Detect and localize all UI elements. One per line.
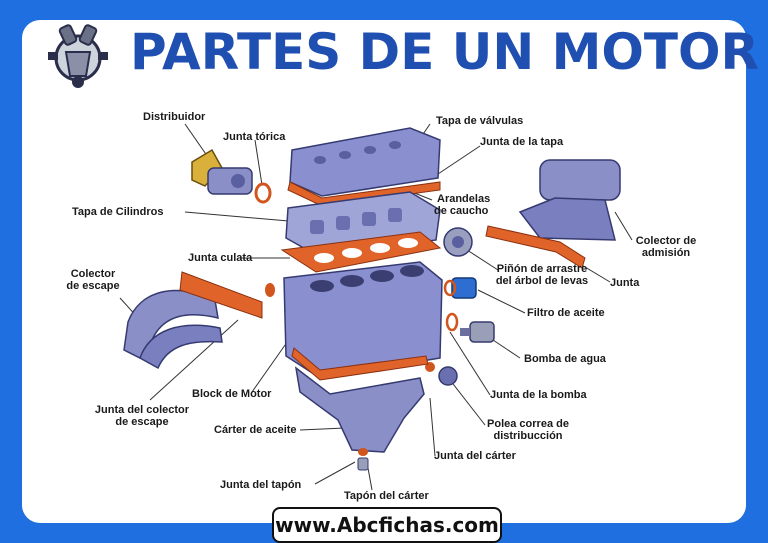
label-polea-line1: Polea correa de	[487, 418, 569, 430]
label-polea-line2: distribucción	[493, 430, 563, 442]
label-junta: Junta	[610, 277, 640, 289]
label-bomba-agua: Bomba de agua	[524, 353, 606, 365]
exhaust-seal-part	[265, 283, 275, 297]
drain-plug-washer-part	[358, 448, 368, 456]
label-distribuidor: Distribuidor	[143, 111, 206, 123]
oil-pan-gasket-part	[291, 347, 429, 381]
label-pinon-line1: Piñón de arrastre	[496, 263, 588, 275]
label-filtro-aceite: Filtro de aceite	[527, 307, 605, 319]
exhaust-manifold-part	[123, 289, 223, 370]
intake-gasket-part	[485, 225, 586, 269]
label-colector-admision-line1: Colector de	[635, 235, 697, 247]
label-tapa-valvulas: Tapa de válvulas	[436, 115, 524, 127]
label-arandelas-line1: Arandelas	[437, 193, 491, 205]
label-junta-tapa: Junta de la tapa	[480, 136, 564, 148]
label-arandelas-line2: de caucho	[434, 205, 489, 217]
label-junta-colector-escape-line2: de escape	[115, 416, 169, 428]
valve-cover-gasket-part	[287, 181, 441, 207]
camshaft-pulley-part	[443, 227, 473, 257]
head-gasket-part	[280, 231, 442, 273]
drain-plug-part	[357, 457, 369, 471]
timing-belt-pulley-part	[425, 362, 458, 386]
label-junta-torica: Junta tórica	[223, 131, 286, 143]
label-junta-culata: Junta culata	[188, 252, 253, 264]
water-pump-part	[445, 312, 495, 343]
label-junta-colector-escape-line1: Junta del colector	[94, 404, 190, 416]
label-colector-escape-line1: Colector	[70, 268, 116, 280]
label-colector-escape-line2: de escape	[66, 280, 120, 292]
oil-pan-part	[294, 366, 425, 453]
website-footer[interactable]: www.Abcfichas.com	[272, 507, 502, 543]
page-title: PARTES DE UN MOTOR	[130, 23, 759, 81]
label-junta-tapon: Junta del tapón	[220, 479, 302, 491]
intake-manifold-part	[518, 159, 621, 241]
label-pinon-line2: del árbol de levas	[495, 275, 589, 287]
label-carter-aceite: Cárter de aceite	[214, 424, 297, 436]
label-block-motor: Block de Motor	[192, 388, 272, 400]
o-ring-part	[254, 182, 272, 204]
oil-filter-part	[443, 277, 477, 299]
label-colector-admision-line2: admisión	[641, 247, 691, 259]
engine-icon	[48, 24, 108, 88]
distributor-part	[191, 148, 253, 195]
engine-block-part	[283, 261, 443, 379]
label-junta-bomba: Junta de la bomba	[490, 389, 587, 401]
label-junta-carter: Junta del cárter	[434, 450, 516, 462]
label-tapa-cilindros: Tapa de Cilindros	[72, 206, 164, 218]
label-tapon-carter: Tapón del cárter	[344, 490, 429, 502]
exhaust-gasket-part	[179, 271, 263, 319]
